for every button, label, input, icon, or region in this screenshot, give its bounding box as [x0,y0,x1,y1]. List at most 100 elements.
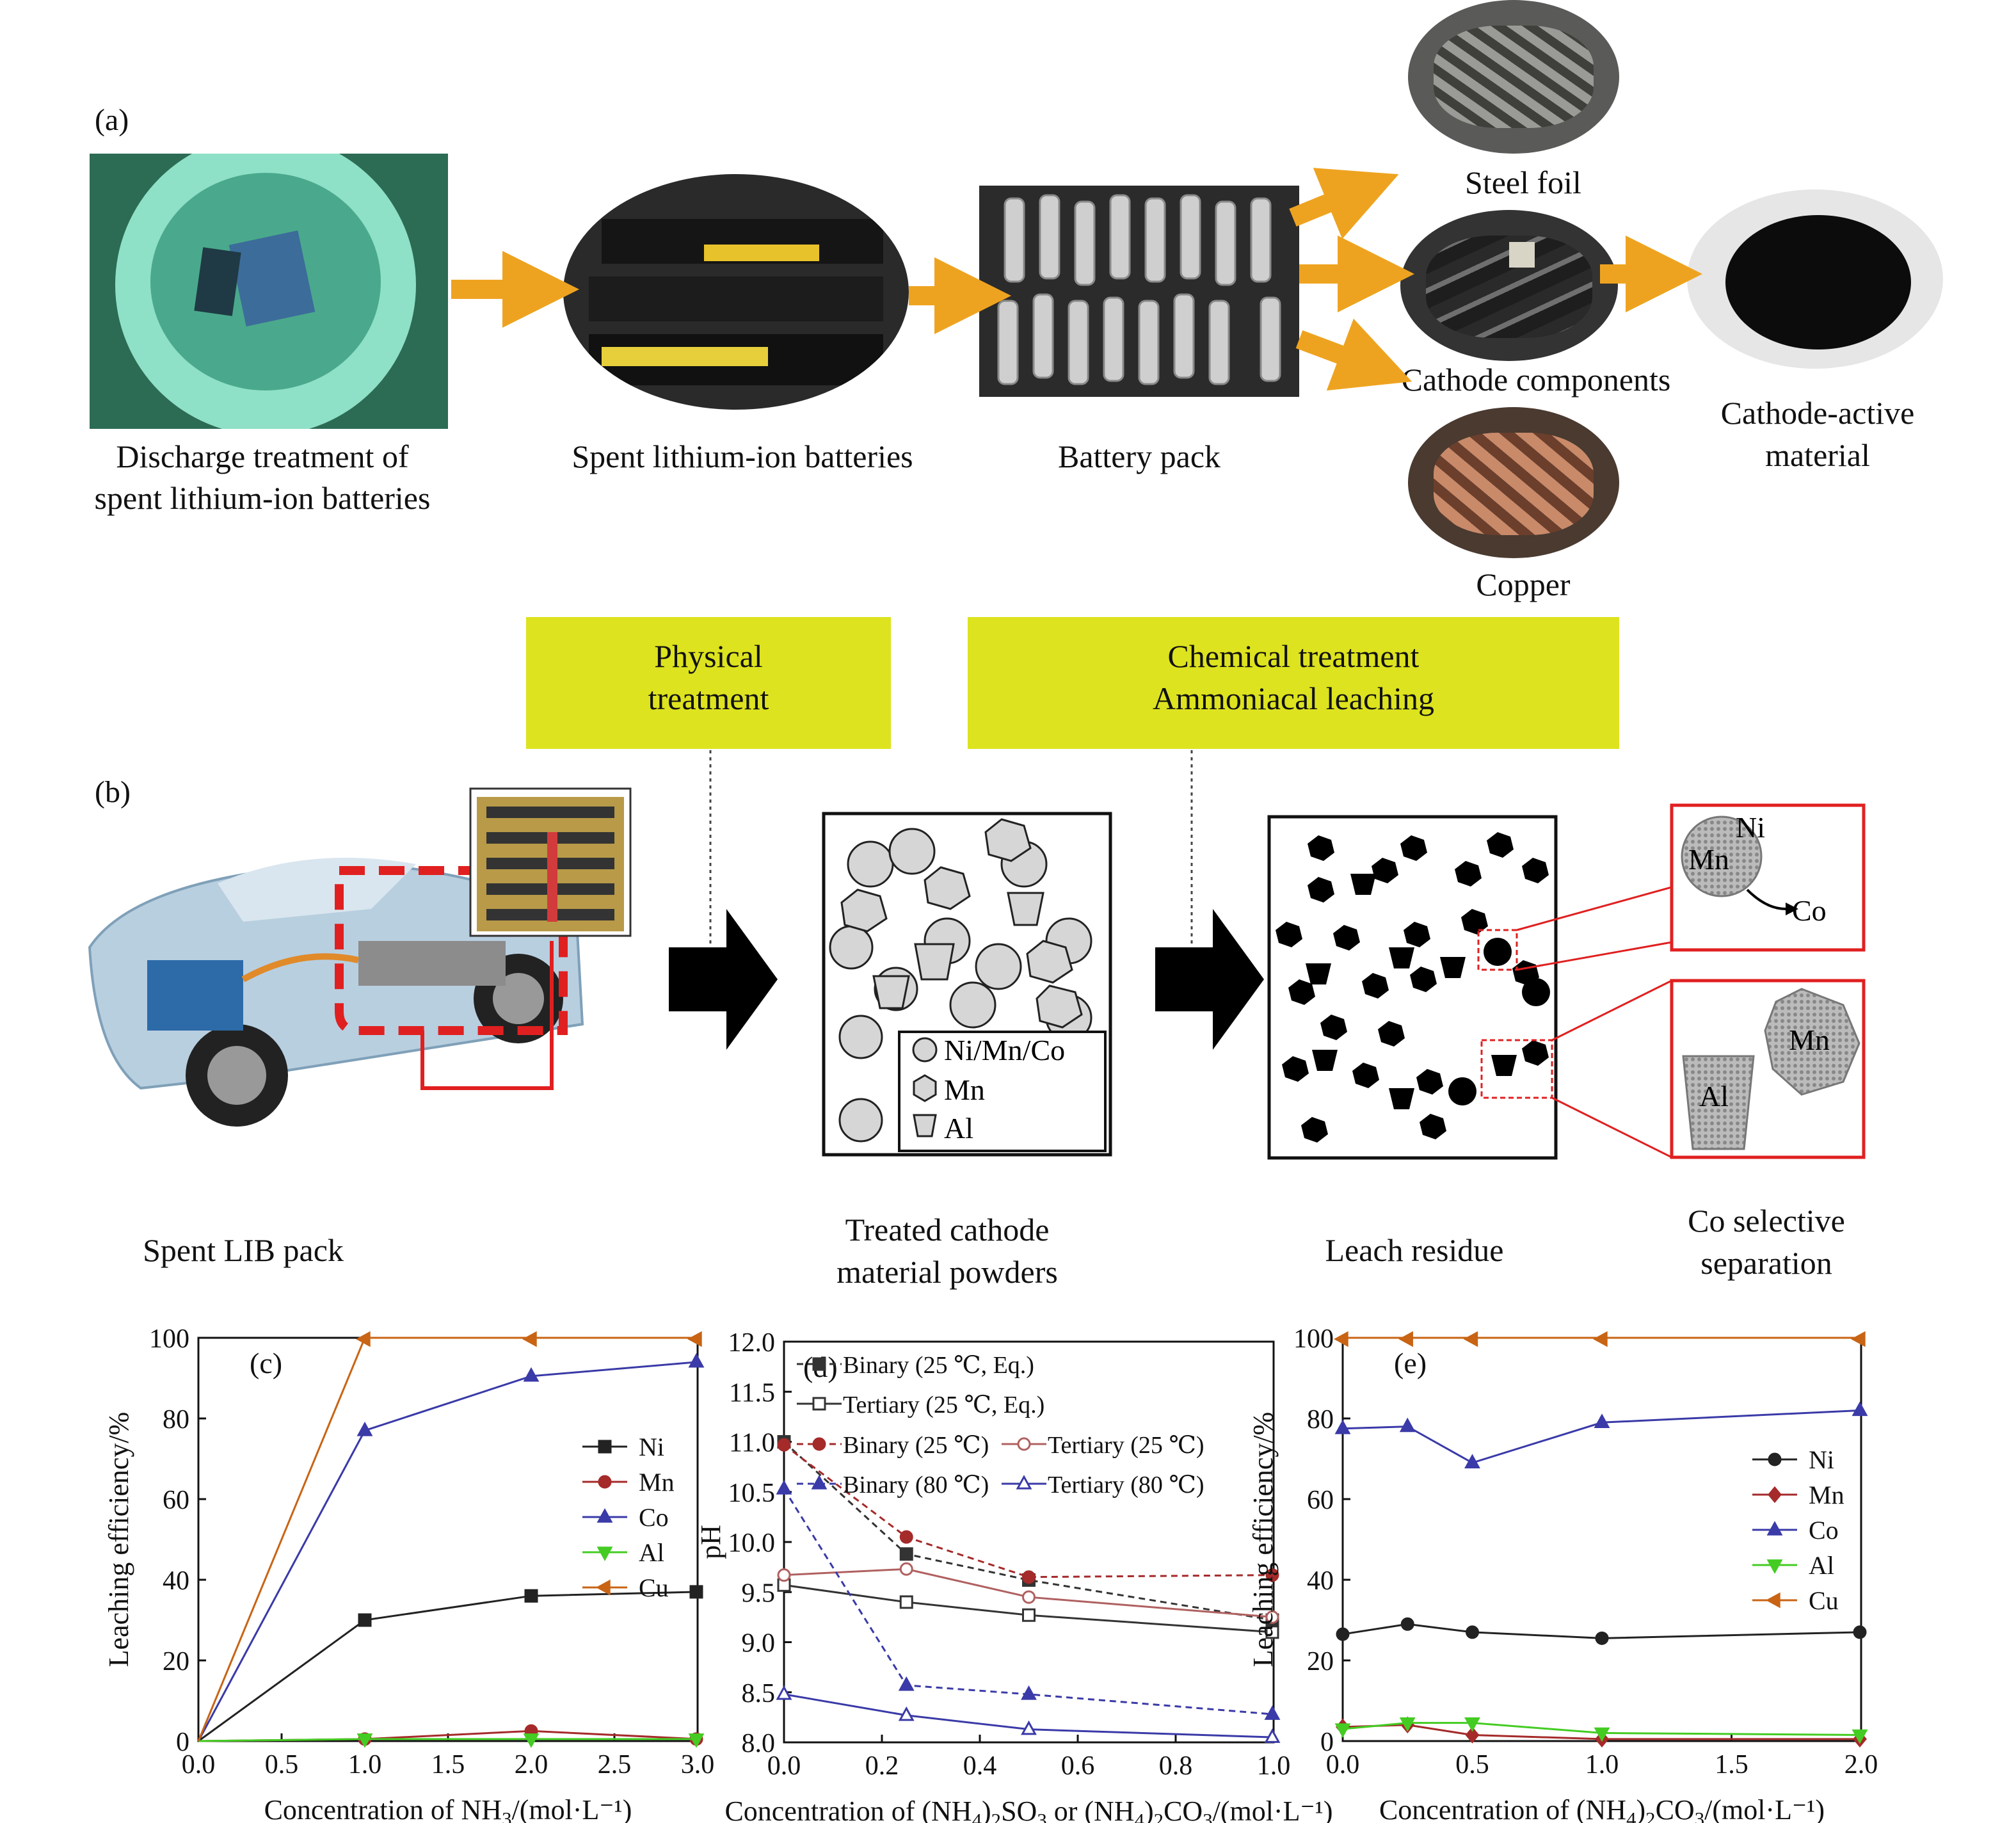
cathode-active-label-1: Cathode-active [1720,395,1915,431]
data-point [899,1562,913,1576]
zoom-mn-label: Mn [1688,843,1729,876]
legend-marker [598,1440,612,1454]
data-point [1852,1401,1868,1417]
data-point [1464,1717,1480,1732]
x-axis-label: Concentration of NH3/(mol·L⁻¹) [264,1794,632,1823]
y-tick-label: 9.0 [742,1629,776,1658]
data-point [899,1547,913,1561]
zoom-box-co [1477,929,1518,971]
y-tick-label: 11.0 [729,1429,775,1458]
data-point [356,1331,371,1347]
y-tick-label: 80 [163,1405,189,1434]
x-tick-label: 2.0 [515,1750,548,1779]
zoom-line-2 [1516,941,1672,971]
legend-label: Mn [639,1468,675,1497]
plot-frame [197,1337,699,1742]
discharge-photo [90,154,448,429]
legend-label: Cu [1809,1586,1839,1615]
data-point [1851,1331,1866,1347]
data-point [1021,1720,1037,1735]
x-tick-label: 0.5 [265,1750,299,1779]
panel-letter: (c) [250,1347,282,1379]
data-point [1334,1419,1351,1434]
series-line [783,1443,1274,1578]
legend-mn-marker [913,1074,937,1102]
legend-marker [1766,1559,1783,1574]
zoom-line-1 [1516,886,1672,931]
legend-marker [1017,1437,1031,1451]
leach-residue-box [1267,815,1558,1160]
legend-marker [598,1475,612,1489]
legend-mn: Mn [944,1073,985,1106]
data-point [1852,1729,1868,1744]
series-3 [198,1733,705,1748]
spent-batteries-photo [563,174,909,410]
x-tick-label: 0.0 [1326,1750,1360,1779]
legend-label: Co [639,1503,669,1532]
foil-shards [1434,26,1594,128]
data-point [1464,1454,1480,1468]
battery-yellow-strip-2 [602,347,768,366]
legend-marker [596,1546,613,1561]
data-point [1334,1723,1351,1739]
battery-pack-label: Battery pack [1057,438,1221,474]
copper-scrap [1434,433,1594,535]
copper-photo [1408,407,1619,558]
legend-marker [1766,1521,1783,1536]
arrow-pack-to-steel [1289,168,1399,239]
panel-b-letter: (b) [95,775,131,809]
zoom-line-3 [1551,979,1672,1041]
x-tick-label: 1.0 [1585,1750,1619,1779]
data-point [1264,1728,1281,1743]
y-tick-label: 40 [163,1566,189,1596]
data-point [358,1613,372,1627]
caption-treated-2: material powders [836,1254,1058,1290]
legend-marker [596,1579,611,1596]
x-tick-label: 0.4 [963,1751,997,1781]
series-line [197,1337,698,1742]
legend-marker [596,1508,613,1523]
y-tick-label: 11.5 [729,1378,775,1408]
x-tick-label: 1.0 [1257,1751,1291,1781]
series-line [783,1693,1274,1739]
x-tick-label: 0.5 [1455,1750,1489,1779]
chemical-label-1: Chemical treatment [1167,638,1420,674]
legend-marker [812,1437,826,1451]
data-point [1022,1570,1036,1584]
series-line [198,1738,698,1742]
legend-marker [1768,1452,1782,1466]
x-tick-label: 0.8 [1159,1751,1193,1781]
series-1 [777,1578,1279,1639]
discharge-label-1: Discharge treatment of [116,438,409,474]
series-0 [1336,1617,1867,1645]
caption-spent-pack: Spent LIB pack [143,1232,344,1268]
legend-marker [812,1357,826,1371]
zoom-co-label: Co [1792,894,1827,927]
data-point [356,1421,373,1436]
cathode-components-label: Cathode components [1401,362,1671,398]
legend-nimnco-marker [912,1037,938,1063]
data-point [523,1733,540,1748]
battery-black-2 [589,277,883,321]
zoom-al-trap [1682,1055,1755,1150]
x-tick-label: 2.5 [598,1750,632,1779]
data-point [356,1733,373,1748]
spent-batteries-label: Spent lithium-ion batteries [572,438,913,474]
y-tick-label: 0 [176,1728,189,1757]
car-callout-line [420,941,554,1090]
data-point [898,1676,915,1691]
series-3 [777,1562,1279,1624]
zoom-mn2-label: Mn [1789,1024,1830,1056]
data-point [524,1589,538,1603]
data-point [777,1438,791,1452]
legend-marker [811,1475,828,1490]
legend-marker [1768,1486,1782,1504]
legend-label: Cu [639,1573,669,1602]
series-4 [197,1331,702,1742]
data-point [1465,1726,1480,1744]
series-2 [777,1438,1279,1584]
y-tick-label: 0 [1320,1728,1334,1757]
chemical-label-2: Ammoniacal leaching [1152,680,1435,716]
